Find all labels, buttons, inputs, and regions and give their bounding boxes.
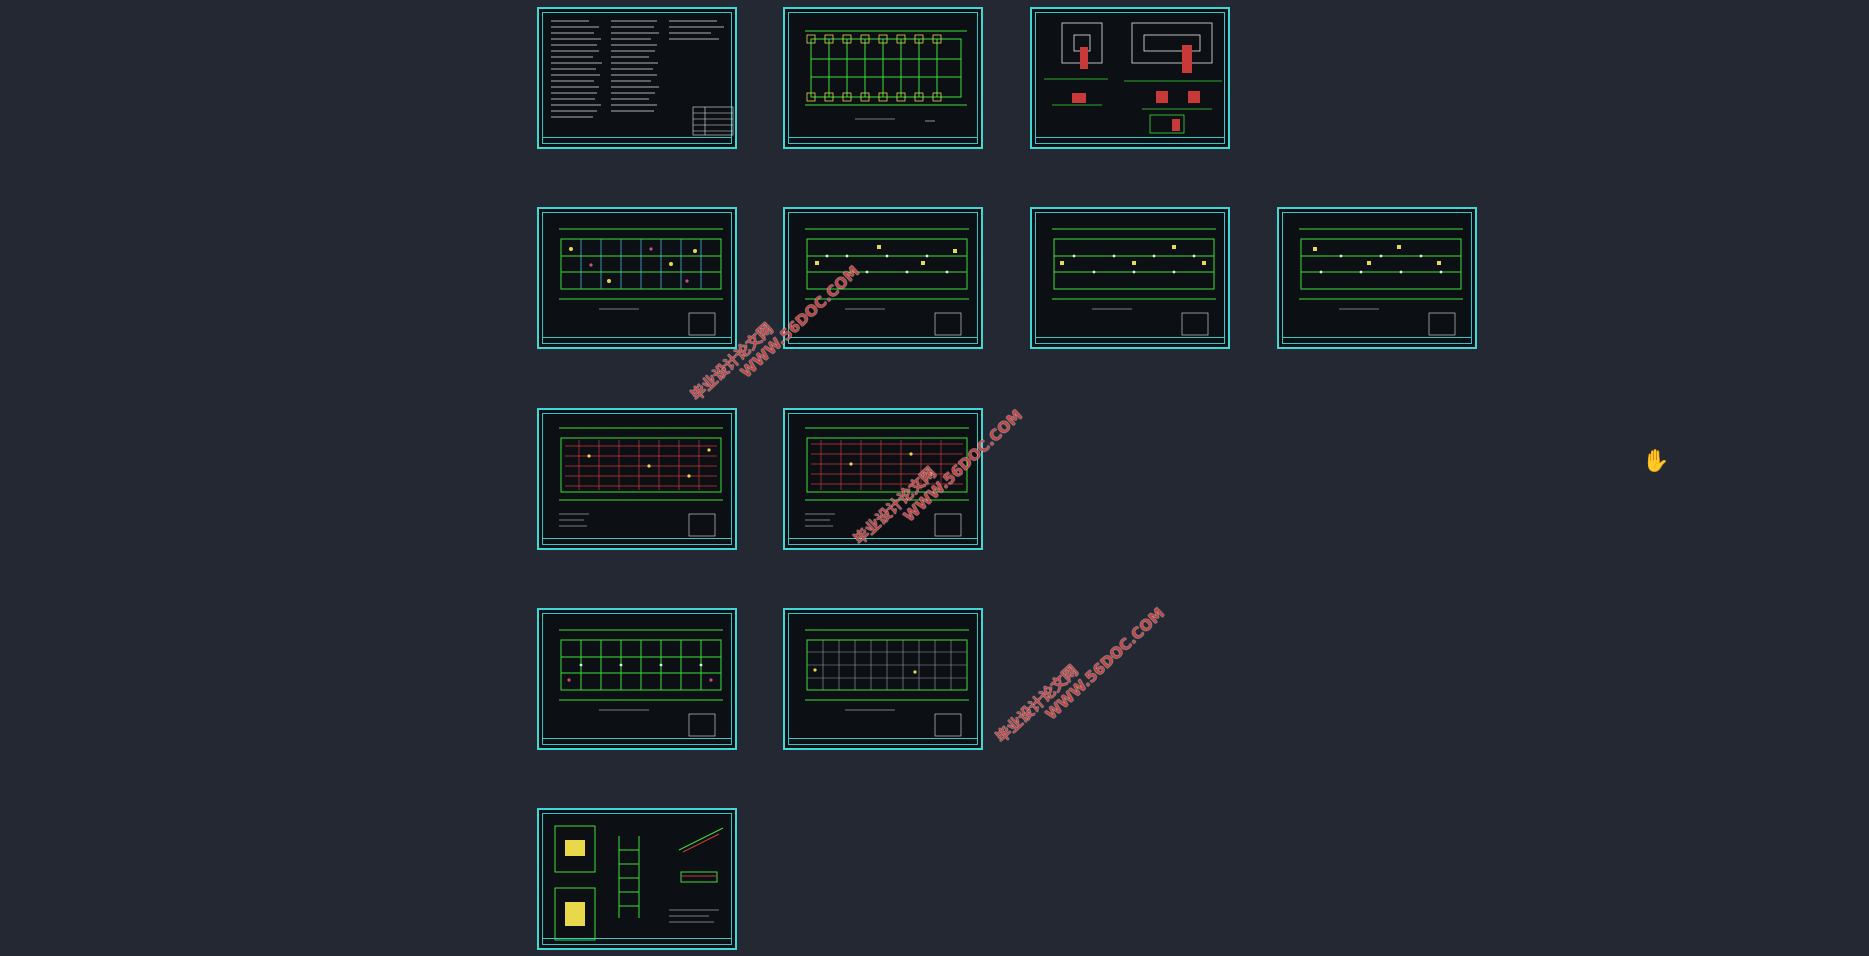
title-block: [543, 538, 731, 544]
title-block: [789, 337, 977, 343]
sheet-drawing: [1052, 228, 1216, 336]
sheet-border: [542, 613, 732, 745]
title-block: [543, 337, 731, 343]
sheet-border: [788, 12, 978, 144]
watermark-3: 毕业设计论文网 WWW.56DOC.COM: [992, 592, 1168, 758]
title-block: [789, 538, 977, 544]
sheet-drawing: [805, 427, 969, 537]
sheet-border: [788, 212, 978, 344]
title-block: [1283, 337, 1471, 343]
sheet-border: [542, 212, 732, 344]
sheet-border: [1282, 212, 1472, 344]
sheet-border: [788, 613, 978, 745]
sheet-drawing: [559, 427, 723, 537]
sheet-slab-reinforcement-2[interactable]: [783, 408, 983, 550]
sheet-beam-layout-1[interactable]: [537, 608, 737, 750]
title-block: [543, 137, 731, 143]
title-block: [789, 738, 977, 744]
title-block: [543, 938, 731, 944]
sheet-border: [1035, 12, 1225, 144]
sheet-slab-reinforcement-1[interactable]: [537, 408, 737, 550]
title-block: [1036, 337, 1224, 343]
sheet-floor-plan-2[interactable]: [783, 207, 983, 349]
title-block: [543, 738, 731, 744]
sheet-drawing: [805, 30, 967, 122]
watermark-url: WWW.56DOC.COM: [1041, 603, 1168, 724]
sheet-drawing: [805, 228, 969, 336]
title-block: [789, 137, 977, 143]
sheet-drawing: [559, 629, 723, 737]
sheet-border: [788, 413, 978, 545]
sheet-border: [542, 813, 732, 945]
sheet-floor-plan-3[interactable]: [1030, 207, 1230, 349]
sheet-drawing: [1299, 228, 1463, 336]
sheet-floor-plan-4[interactable]: [1277, 207, 1477, 349]
sheet-border: [542, 12, 732, 144]
sheet-stair-details[interactable]: [537, 808, 737, 950]
sheet-border: [542, 413, 732, 545]
sheet-roof-layout[interactable]: [783, 608, 983, 750]
sheet-general-notes[interactable]: [537, 7, 737, 149]
sheet-drawing: [805, 629, 969, 737]
sheet-drawing: [551, 20, 734, 136]
sheet-foundation-layout[interactable]: [783, 7, 983, 149]
hand-pan-icon: ✋: [1642, 449, 1670, 474]
sheet-drawing: [1044, 22, 1222, 134]
sheet-drawing: [554, 825, 724, 941]
sheet-footing-details[interactable]: [1030, 7, 1230, 149]
sheet-border: [1035, 212, 1225, 344]
sheet-floor-plan-1[interactable]: [537, 207, 737, 349]
title-block: [1036, 137, 1224, 143]
sheet-drawing: [559, 228, 723, 336]
